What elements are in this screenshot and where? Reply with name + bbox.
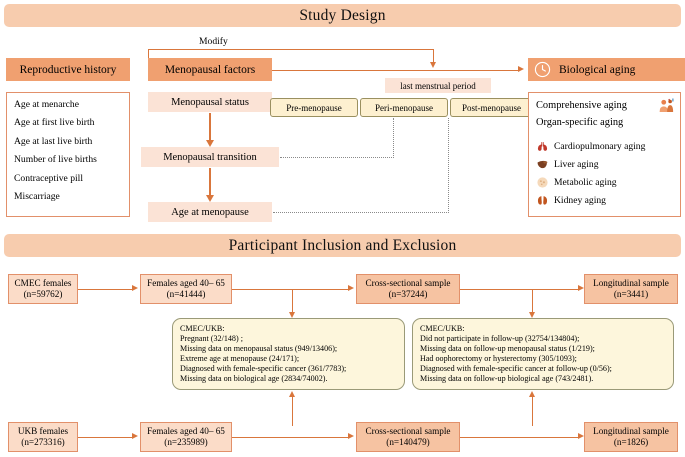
cmec-drop-left-arrow — [289, 312, 296, 318]
exclusion-item: Pregnant (32/148) ; — [180, 333, 243, 343]
section-title-participant: Participant Inclusion and Exclusion — [4, 234, 681, 257]
stage-pre-menopause[interactable]: Pre-menopause — [270, 98, 358, 117]
ukb-rise-right-arrow — [529, 391, 536, 397]
box-ukb-cross-sectional[interactable]: Cross-sectional sample (n=140479) — [356, 422, 460, 452]
header-biological-aging[interactable]: Biological aging — [528, 58, 685, 81]
aging-row-cardiopulmonary: Cardiopulmonary aging — [536, 140, 645, 153]
ukb-rise-left-arrow — [289, 391, 296, 397]
stage-post-menopause[interactable]: Post-menopause — [450, 98, 532, 117]
exclusion-item: Had oophorectomy or hysterectomy (305/10… — [420, 353, 577, 363]
ukb-rise-right — [532, 397, 534, 426]
ukb-line-1 — [78, 436, 134, 438]
box-cmec-longitudinal[interactable]: Longitudinal sample (n=3441) — [584, 274, 678, 304]
dotted-line-transition-v — [393, 118, 394, 158]
header-biological-aging-label: Biological aging — [559, 63, 636, 76]
exclusion-box-cross-sectional: CMEC/UKB: Pregnant (32/148) ; Missing da… — [172, 318, 405, 390]
aging-label: Metabolic aging — [554, 177, 617, 188]
aging-row-kidney: Kidney aging — [536, 194, 606, 207]
note-last-menstrual-period: last menstrual period — [385, 78, 491, 93]
aging-panel — [528, 92, 681, 217]
box-cmec-females[interactable]: CMEC females (n=59762) — [8, 274, 78, 304]
exclusion-title: CMEC/UKB: — [180, 324, 225, 333]
dotted-line-menopause-v — [448, 118, 449, 213]
metabolic-icon — [536, 176, 549, 189]
exclusion-title: CMEC/UKB: — [420, 324, 465, 333]
chain-line-2 — [208, 168, 212, 197]
list-item: Number of live births — [14, 154, 97, 166]
cmec-arrow-1 — [132, 285, 138, 292]
box-ukb-females[interactable]: UKB females (n=273316) — [8, 422, 78, 452]
ukb-rise-left — [292, 397, 294, 426]
list-item: Contraceptive pill — [14, 172, 84, 184]
cmec-line-3 — [460, 288, 580, 290]
exclusion-item: Missing data on follow-up biological age… — [420, 373, 594, 383]
liver-icon — [536, 158, 549, 171]
box-menopausal-status[interactable]: Menopausal status — [148, 92, 272, 112]
modify-line-left — [148, 49, 150, 60]
box-age-at-menopause[interactable]: Age at menopause — [148, 202, 272, 222]
list-item: Age at menarche — [14, 99, 79, 110]
lungs-icon — [536, 140, 549, 153]
factors-to-aging-arrowhead — [518, 66, 524, 73]
box-cmec-aged[interactable]: Females aged 40– 65 (n=41444) — [140, 274, 232, 304]
modify-line-top — [148, 49, 434, 51]
aging-label: Cardiopulmonary aging — [554, 141, 646, 152]
exclusion-box-longitudinal: CMEC/UKB: Did not participate in follow-… — [412, 318, 674, 390]
cmec-drop-left — [292, 289, 294, 313]
modify-arrowhead — [430, 62, 436, 68]
chain-arrow-2 — [205, 195, 214, 202]
kidney-icon — [536, 194, 549, 207]
ukb-line-2 — [232, 436, 350, 438]
aging-row-liver: Liver aging — [536, 158, 599, 171]
aging-label: Kidney aging — [554, 195, 606, 206]
exclusion-item: Missing data on follow-up menopausal sta… — [420, 343, 595, 353]
box-ukb-aged[interactable]: Females aged 40– 65 (n=235989) — [140, 422, 232, 452]
ukb-arrow-2 — [348, 433, 354, 440]
cmec-line-1 — [78, 288, 134, 290]
label-comprehensive-aging: Comprehensive aging — [536, 100, 627, 111]
list-item: Age at last live birth — [14, 135, 93, 147]
exclusion-item: Missing data on menopausal status (949/1… — [180, 343, 338, 353]
exclusion-item: Did not participate in follow-up (32754/… — [420, 333, 580, 343]
modify-line-right — [433, 49, 435, 63]
cmec-line-2 — [232, 288, 350, 290]
box-menopausal-transition[interactable]: Menopausal transition — [141, 147, 279, 167]
clock-icon — [534, 61, 551, 78]
section-title-study-design: Study Design — [4, 4, 681, 27]
cmec-drop-right — [532, 289, 534, 313]
exclusion-item: Diagnosed with female-specific cancer at… — [420, 363, 612, 373]
exclusion-item: Missing data on biological age (2834/740… — [180, 373, 328, 383]
dotted-line-menopause-h — [273, 212, 449, 213]
chain-line-1 — [208, 113, 212, 142]
box-ukb-longitudinal[interactable]: Longitudinal sample (n=1826) — [584, 422, 678, 452]
header-reproductive-history[interactable]: Reproductive history — [6, 58, 130, 81]
aging-row-metabolic: Metabolic aging — [536, 176, 617, 189]
modify-label: Modify — [199, 36, 228, 47]
box-cmec-cross-sectional[interactable]: Cross-sectional sample (n=37244) — [356, 274, 460, 304]
list-item: Age at first live birth — [14, 117, 95, 129]
chain-arrow-1 — [205, 140, 214, 147]
reproductive-history-list: Age at menarche Age at first live birth … — [6, 92, 130, 217]
exclusion-item: Diagnosed with female-specific cancer (3… — [180, 363, 347, 373]
ukb-arrow-3 — [578, 433, 584, 440]
people-icon — [657, 97, 675, 115]
factors-to-aging-line — [234, 69, 520, 71]
aging-label: Liver aging — [554, 159, 599, 170]
dotted-line-transition-h — [280, 157, 394, 158]
ukb-line-3 — [460, 436, 580, 438]
exclusion-item: Extreme age at menopause (24/171); — [180, 353, 300, 363]
cmec-arrow-2 — [348, 285, 354, 292]
cmec-drop-right-arrow — [529, 312, 536, 318]
ukb-arrow-1 — [132, 433, 138, 440]
cmec-arrow-3 — [578, 285, 584, 292]
stage-peri-menopause[interactable]: Peri-menopause — [360, 98, 448, 117]
header-menopausal-factors[interactable]: Menopausal factors — [148, 58, 272, 81]
label-organ-specific-aging: Organ-specific aging — [536, 117, 624, 128]
list-item: Miscarriage — [14, 190, 60, 202]
